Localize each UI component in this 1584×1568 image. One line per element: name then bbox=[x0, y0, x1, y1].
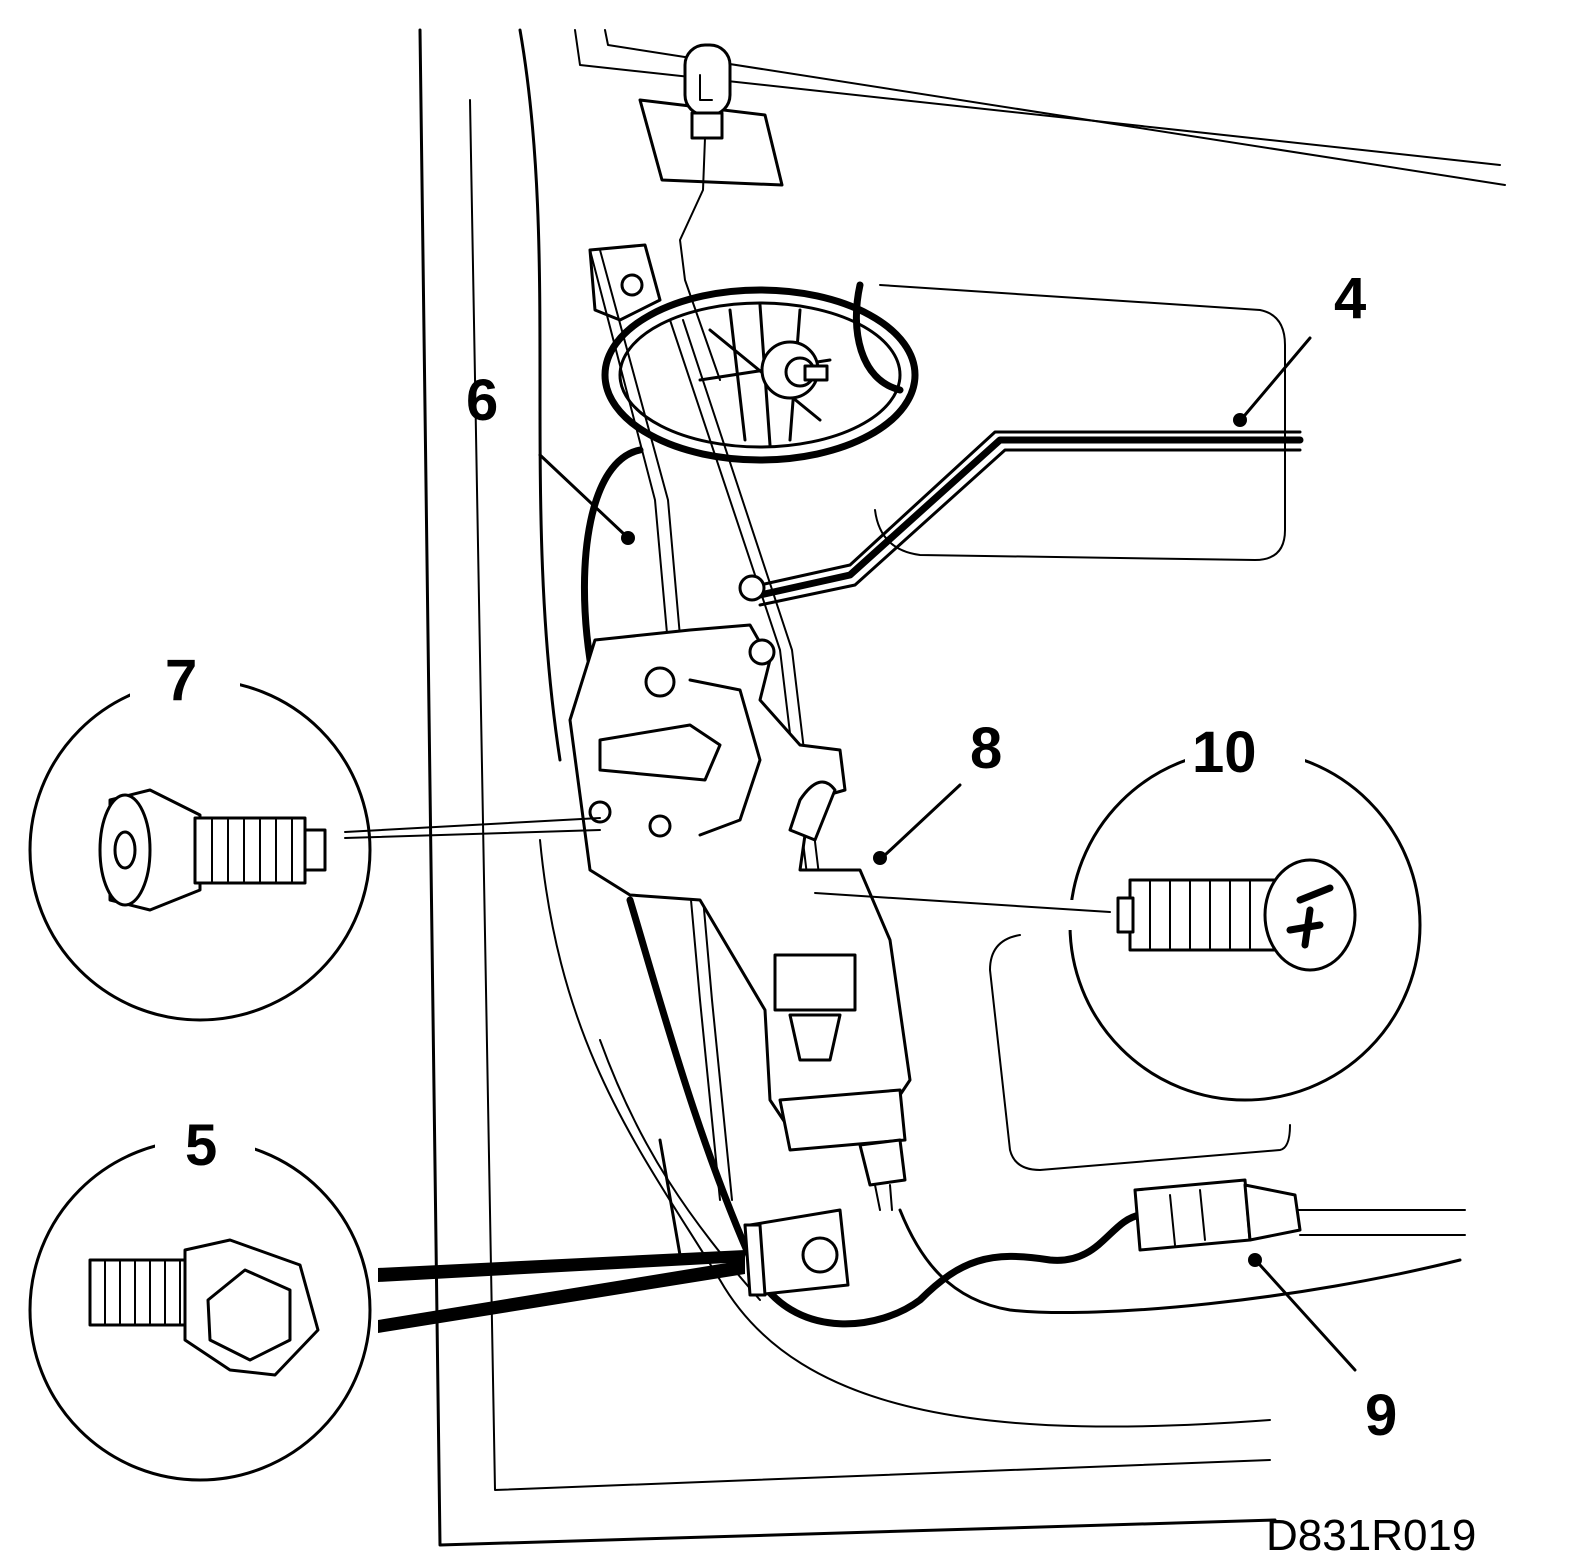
inset-bolt-5 bbox=[28, 1115, 745, 1482]
inset-bolt-7 bbox=[28, 650, 601, 1022]
inset-screw-10 bbox=[814, 720, 1422, 1102]
wiring-harness bbox=[626, 896, 1466, 1328]
door-frame bbox=[418, 28, 1506, 1547]
callout-7: 7 bbox=[165, 648, 197, 713]
regulator-motor bbox=[588, 243, 919, 464]
callout-6: 6 bbox=[466, 368, 498, 433]
callout-8: 8 bbox=[970, 716, 1002, 781]
cable-4 bbox=[756, 430, 1304, 607]
callout-4: 4 bbox=[1334, 266, 1366, 331]
access-panel-lower bbox=[989, 934, 1291, 1171]
callout-9: 9 bbox=[1365, 1383, 1397, 1448]
courtesy-light bbox=[638, 43, 784, 381]
callout-10: 10 bbox=[1192, 720, 1257, 785]
leader-lines bbox=[538, 336, 1357, 1372]
lower-bracket bbox=[743, 1208, 850, 1297]
lock-body bbox=[568, 574, 912, 1211]
drawing-code: D831R019 bbox=[1266, 1511, 1476, 1560]
callout-5: 5 bbox=[185, 1113, 217, 1178]
access-panel-upper bbox=[874, 284, 1286, 561]
